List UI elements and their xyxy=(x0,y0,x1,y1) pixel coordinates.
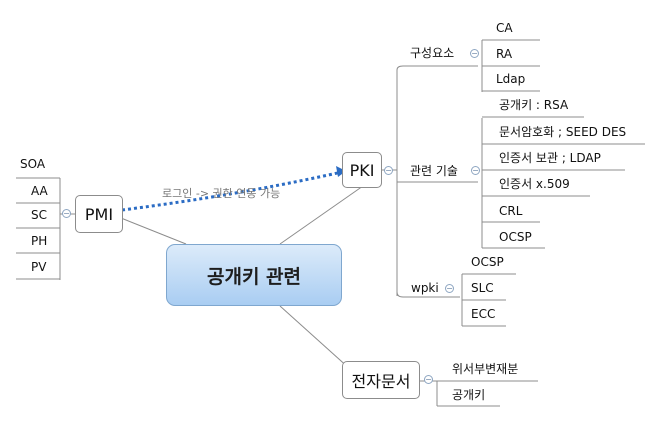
pmi-child-soa[interactable]: SOA xyxy=(20,157,46,171)
topic-electronic-document[interactable]: 전자문서 xyxy=(342,361,420,399)
doc-child-1[interactable]: 공개키 xyxy=(452,388,486,402)
collapse-toggle-icon[interactable]: − xyxy=(424,375,433,384)
wpki-child-ocsp[interactable]: OCSP xyxy=(471,255,504,269)
pmi-child-aa[interactable]: AA xyxy=(31,184,48,198)
collapse-toggle-icon[interactable]: − xyxy=(384,166,393,175)
collapse-toggle-icon[interactable]: − xyxy=(62,209,71,218)
tech-child-crl[interactable]: CRL xyxy=(499,204,523,218)
pki-group-related-tech[interactable]: 관련 기술 xyxy=(410,164,458,178)
pmi-child-sc[interactable]: SC xyxy=(31,208,47,222)
topic-pmi[interactable]: PMI xyxy=(75,195,123,233)
tech-child-encryption[interactable]: 문서암호화 ; SEED DES xyxy=(499,125,627,139)
relationship-label[interactable]: 로그인 -> 권한 연동 가능 xyxy=(162,187,281,200)
doc-child-0[interactable]: 위서부변재분 xyxy=(452,362,519,376)
wpki-child-slc[interactable]: SLC xyxy=(471,281,494,295)
pki-child-ca[interactable]: CA xyxy=(496,21,513,35)
collapse-toggle-icon[interactable]: − xyxy=(470,49,479,58)
collapse-toggle-icon[interactable]: − xyxy=(445,284,454,293)
pki-group-components[interactable]: 구성요소 xyxy=(410,46,455,60)
pki-group-wpki[interactable]: wpki xyxy=(411,281,439,295)
pmi-child-ph[interactable]: PH xyxy=(31,234,48,248)
tech-child-x509[interactable]: 인증서 x.509 xyxy=(499,177,570,191)
tech-child-ocsp[interactable]: OCSP xyxy=(499,230,532,244)
collapse-toggle-icon[interactable]: − xyxy=(471,166,480,175)
tech-child-cert-storage[interactable]: 인증서 보관 ; LDAP xyxy=(499,151,601,165)
central-topic[interactable]: 공개키 관련 xyxy=(166,244,342,306)
pki-child-ldap[interactable]: Ldap xyxy=(496,72,526,86)
wpki-child-ecc[interactable]: ECC xyxy=(471,307,496,321)
pmi-child-pv[interactable]: PV xyxy=(31,260,47,274)
pki-child-ra[interactable]: RA xyxy=(496,47,513,61)
tech-child-rsa[interactable]: 공개키 : RSA xyxy=(499,98,569,112)
topic-pki[interactable]: PKI xyxy=(342,152,382,188)
